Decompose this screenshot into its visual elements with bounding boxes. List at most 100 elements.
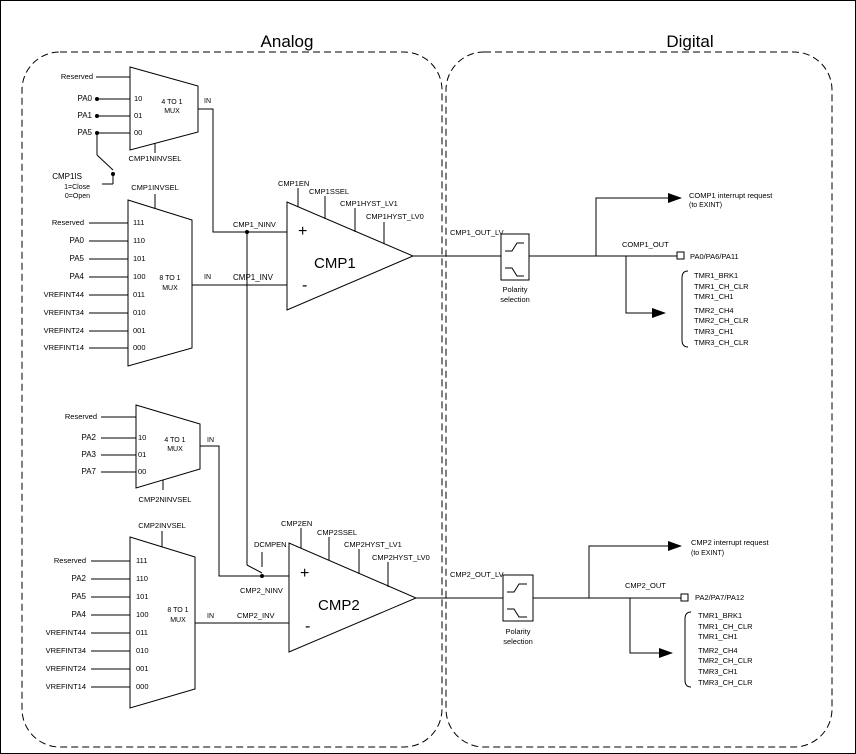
cmp2-tmr-2: TMR1_CH1 — [698, 632, 738, 641]
cmp2-tmr-brace — [684, 611, 692, 688]
cmp2-mux4-sel: CMP2NINVSEL — [139, 495, 192, 504]
cmp2-mux8-in1-pin: PA2 — [71, 574, 86, 583]
digital-section — [445, 51, 833, 748]
cmp2-mux8-in4-pin: VREFINT44 — [46, 628, 86, 637]
cmp1-mux8-in1-code: 110 — [133, 236, 145, 245]
cmp1-mux8-in5-pin: VREFINT34 — [44, 308, 84, 317]
cmp2-mux4-in1-pin: PA2 — [81, 433, 96, 442]
cmp1-ctrl-ssel: CMP1SSEL — [309, 187, 349, 196]
cmp2-dcmpen: DCMPEN — [254, 540, 287, 549]
cmp2-int-arrow — [588, 541, 682, 598]
cmp2-mux8-in4-code: 011 — [136, 628, 148, 637]
cmp2-tmr-3: TMR2_CH4 — [698, 646, 738, 655]
cmp2-mux4-in2-code: 01 — [138, 450, 146, 459]
cmp2-polarity-box — [502, 574, 534, 622]
cmp2-mux8-in2-pin: PA5 — [71, 592, 86, 601]
cmp2-mux8-in-label: IN — [207, 613, 214, 620]
cmp1-mux8-title-a: 8 TO 1 — [159, 275, 180, 282]
cmp1-name: CMP1 — [314, 255, 356, 272]
cmp2-name: CMP2 — [318, 597, 360, 614]
cmp1-tmr-1: TMR1_CH_CLR — [694, 282, 749, 291]
cmp1-switch — [96, 154, 114, 171]
cmp1-switch-close: 1=Close — [64, 184, 90, 191]
cmp1-ctrl-en: CMP1EN — [278, 179, 309, 188]
cmp2-mux8-in5-code: 010 — [136, 646, 149, 655]
cmp2-mux8-in3-code: 100 — [136, 610, 149, 619]
cmp1-block: 4 TO 1 MUX IN CMP1NINVSEL Reserved PA0 1… — [44, 66, 773, 367]
analog-section — [21, 51, 443, 748]
cmp1-mux8-in5-code: 010 — [133, 308, 146, 317]
cmp1-switch-open: 0=Open — [65, 193, 90, 200]
cmp1-tmr-brace — [681, 270, 689, 348]
cmp1-tmr-3: TMR2_CH4 — [694, 306, 734, 315]
cmp2-mux4-in-label: IN — [207, 437, 214, 444]
cmp2-mux8-in6-pin: VREFINT24 — [46, 664, 86, 673]
cmp2-tmr-0: TMR1_BRK1 — [698, 611, 742, 620]
cmp2-polarity-a: Polarity — [505, 627, 530, 636]
cmp1-out-pins: PA0/PA6/PA11 — [690, 252, 739, 261]
cmp2-tmr-6: TMR3_CH_CLR — [698, 678, 753, 687]
cmp1-plus: + — [298, 223, 307, 240]
cmp1-mux4-in1-code: 10 — [134, 94, 142, 103]
cmp2-block: 4 TO 1 MUX IN CMP2NINVSEL Reserved PA2 1… — [46, 404, 769, 709]
cmp2-mux8-in5-pin: VREFINT34 — [46, 646, 86, 655]
cmp1-mux8-in2-pin: PA5 — [69, 254, 84, 263]
cmp2-ninv-wire — [200, 445, 289, 577]
cmp2-ninv-label: CMP2_NINV — [240, 586, 283, 595]
cmp1-mux8-in3-pin: PA4 — [69, 272, 84, 281]
cmp1-polarity-b: selection — [500, 295, 530, 304]
cmp2-tmr-5: TMR3_CH1 — [698, 667, 738, 676]
cmp1-mux4-in-label: IN — [204, 98, 211, 105]
cmp1-polarity-a: Polarity — [502, 285, 527, 294]
cmp1-mux8-sel: CMP1INVSEL — [131, 183, 179, 192]
cmp2-out-pins: PA2/PA7/PA12 — [695, 593, 744, 602]
cmp1-mux4-in0-pin: Reserved — [61, 72, 93, 81]
cmp2-polarity-b: selection — [503, 637, 533, 646]
cmp1-mux8-in2-code: 101 — [133, 254, 146, 263]
cmp1-mux4-in3-code: 00 — [134, 128, 142, 137]
cmp2-minus: - — [305, 618, 310, 635]
cmp1-inv-label: CMP1_INV — [233, 273, 274, 282]
cmp2-mux4-in3-code: 00 — [138, 467, 146, 476]
cmp1-mux4-in2-code: 01 — [134, 111, 142, 120]
cmp1-out-label: COMP1_OUT — [622, 240, 669, 249]
cmp2-mux8-sel: CMP2INVSEL — [138, 521, 186, 530]
cmp2-mux4-title-b: MUX — [167, 446, 183, 453]
cmp1-ctrl-hyst1: CMP1HYST_LV1 — [340, 199, 398, 208]
cmp2-ctrl-ssel: CMP2SSEL — [317, 528, 357, 537]
cmp1-int-a: COMP1 interrupt request — [689, 191, 773, 200]
cmp2-mux8-in7-pin: VREFINT14 — [46, 682, 86, 691]
cmp1-out-pin — [676, 251, 685, 260]
cmp2-int-b: (to EXINT) — [691, 550, 724, 557]
cmp1-ninv-wire — [198, 108, 287, 233]
cmp2-mux8-in0-pin: Reserved — [54, 556, 86, 565]
cmp1-tmr-0: TMR1_BRK1 — [694, 271, 738, 280]
cmp2-plus: + — [300, 565, 309, 582]
cmp2-mux8-in3-pin: PA4 — [71, 610, 86, 619]
cmp2-ctrl-en: CMP2EN — [281, 519, 312, 528]
cmp1-mux8-title-b: MUX — [162, 285, 178, 292]
cmp1-out-lv: CMP1_OUT_LV — [450, 228, 504, 237]
cmp2-ctrl-hyst1: CMP2HYST_LV1 — [344, 540, 402, 549]
cmp2-inv-label: CMP2_INV — [237, 611, 275, 620]
cmp1-tmr-arrow — [625, 256, 666, 318]
cmp1-minus: - — [302, 277, 307, 294]
cmp2-mux4 — [135, 404, 201, 489]
cmp1-mux8-in4-code: 011 — [133, 290, 145, 299]
cmp1-mux8-in7-code: 000 — [133, 343, 146, 352]
cmp1-mux4-in2-pin: PA1 — [77, 111, 92, 120]
cmp1-mux4-title-a: 4 TO 1 — [161, 99, 182, 106]
cmp1-mux4-sel: CMP1NINVSEL — [129, 154, 182, 163]
cmp1-switch-name: CMP1IS — [52, 172, 82, 181]
cmp2-mux4-in1-code: 10 — [138, 433, 146, 442]
cmp1-mux4 — [129, 66, 199, 151]
cmp1-mux4-title-b: MUX — [164, 108, 180, 115]
cmp2-mux8-title-b: MUX — [170, 617, 186, 624]
cmp1-tmr-5: TMR3_CH1 — [694, 327, 734, 336]
cmp1-mux8-in3-code: 100 — [133, 272, 146, 281]
cmp1-mux8-in0-pin: Reserved — [52, 218, 84, 227]
cmp2-comparator — [288, 542, 418, 653]
analog-title: Analog — [261, 32, 314, 51]
cmp2-mux4-in3-pin: PA7 — [81, 467, 96, 476]
